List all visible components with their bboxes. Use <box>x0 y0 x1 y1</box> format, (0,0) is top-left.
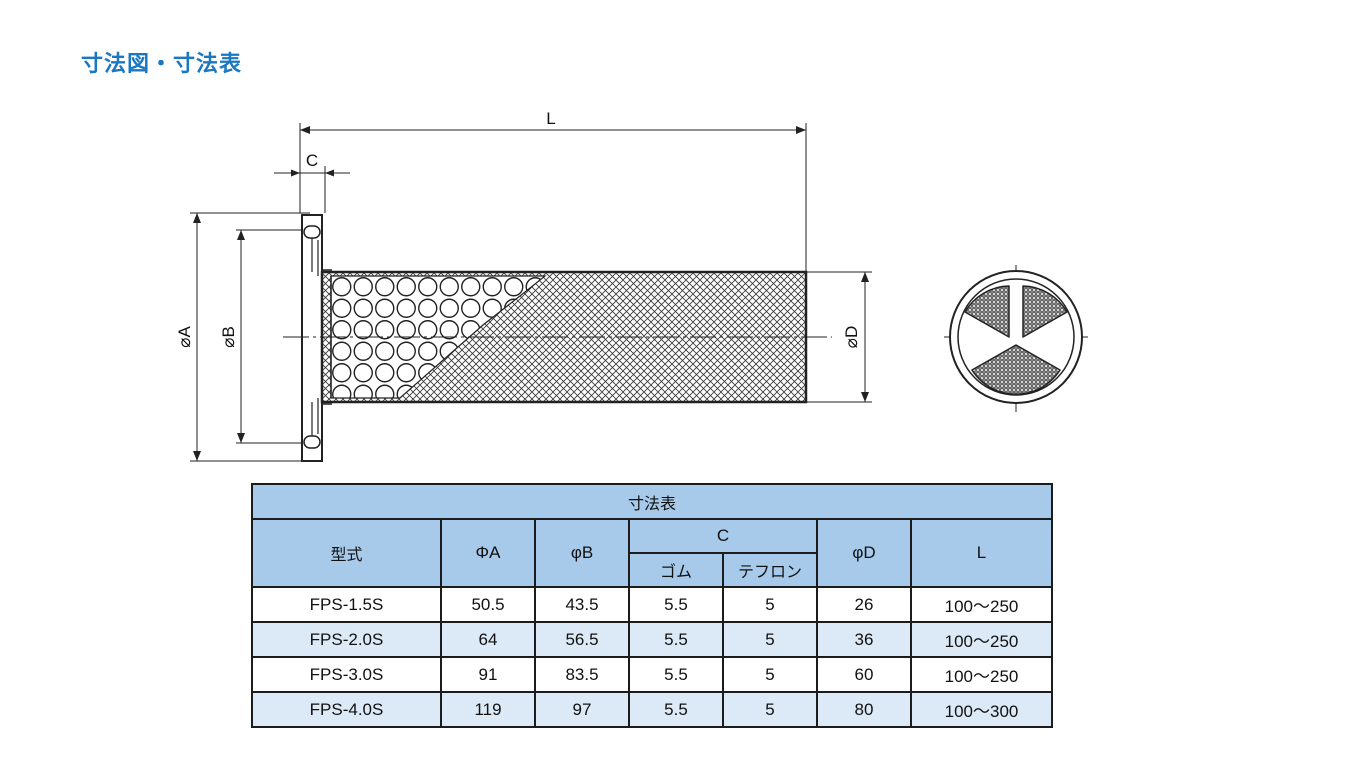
cell-d: 26 <box>816 586 912 623</box>
header-model: 型式 <box>251 518 442 588</box>
cell-b: 43.5 <box>534 586 630 623</box>
cell-model: FPS-1.5S <box>251 586 442 623</box>
cell-l: 100〜250 <box>909 656 1054 693</box>
table-row: FPS-4.0S 119 97 5.5 5 80 100〜300 <box>251 691 1054 728</box>
header-c-rubber: ゴム <box>628 552 724 588</box>
cell-a: 91 <box>440 656 536 693</box>
cell-model: FPS-3.0S <box>251 656 442 693</box>
cell-l: 100〜300 <box>909 691 1054 728</box>
cell-a: 119 <box>440 691 536 728</box>
strainer-end-view <box>944 265 1088 412</box>
cell-c-teflon: 5 <box>722 691 818 728</box>
dimension-D: ⌀D <box>806 271 872 403</box>
cell-b: 83.5 <box>534 656 630 693</box>
cell-c-teflon: 5 <box>722 621 818 658</box>
cell-c-rubber: 5.5 <box>628 586 724 623</box>
dimension-table: 寸法表 型式 ΦA φB C φD L ゴム テフロン FPS-1.5S 50.… <box>250 483 1054 728</box>
table-row: FPS-2.0S 64 56.5 5.5 5 36 100〜250 <box>251 621 1054 658</box>
cell-d: 60 <box>816 656 912 693</box>
header-d: φD <box>816 518 912 588</box>
table-row: FPS-3.0S 91 83.5 5.5 5 60 100〜250 <box>251 656 1054 693</box>
header-a: ΦA <box>440 518 536 588</box>
label-L: L <box>546 109 555 128</box>
table-caption: 寸法表 <box>250 483 1054 520</box>
label-B: ⌀B <box>219 326 238 348</box>
cell-b: 97 <box>534 691 630 728</box>
dimension-drawing: L C ⌀A ⌀B ⌀D <box>175 109 1088 462</box>
label-A: ⌀A <box>175 326 194 348</box>
cell-d: 36 <box>816 621 912 658</box>
cell-l: 100〜250 <box>909 621 1054 658</box>
dimension-C: C <box>274 151 350 213</box>
cell-model: FPS-4.0S <box>251 691 442 728</box>
cell-c-teflon: 5 <box>722 586 818 623</box>
label-D: ⌀D <box>842 326 861 349</box>
cell-c-teflon: 5 <box>722 656 818 693</box>
header-c: C <box>628 518 818 554</box>
cell-c-rubber: 5.5 <box>628 621 724 658</box>
cell-l: 100〜250 <box>909 586 1054 623</box>
cell-a: 50.5 <box>440 586 536 623</box>
table-row: FPS-1.5S 50.5 43.5 5.5 5 26 100〜250 <box>251 586 1054 623</box>
label-C: C <box>306 151 318 170</box>
strainer-side-view <box>283 214 832 462</box>
cell-model: FPS-2.0S <box>251 621 442 658</box>
page-title: 寸法図・寸法表 <box>81 52 243 77</box>
cell-c-rubber: 5.5 <box>628 691 724 728</box>
cell-d: 80 <box>816 691 912 728</box>
cell-a: 64 <box>440 621 536 658</box>
header-c-teflon: テフロン <box>722 552 818 588</box>
dimension-A: ⌀A <box>175 212 310 462</box>
header-b: φB <box>534 518 630 588</box>
header-l: L <box>909 518 1054 588</box>
dimension-B: ⌀B <box>219 229 310 444</box>
cell-b: 56.5 <box>534 621 630 658</box>
dimension-L: L <box>299 109 807 272</box>
cell-c-rubber: 5.5 <box>628 656 724 693</box>
